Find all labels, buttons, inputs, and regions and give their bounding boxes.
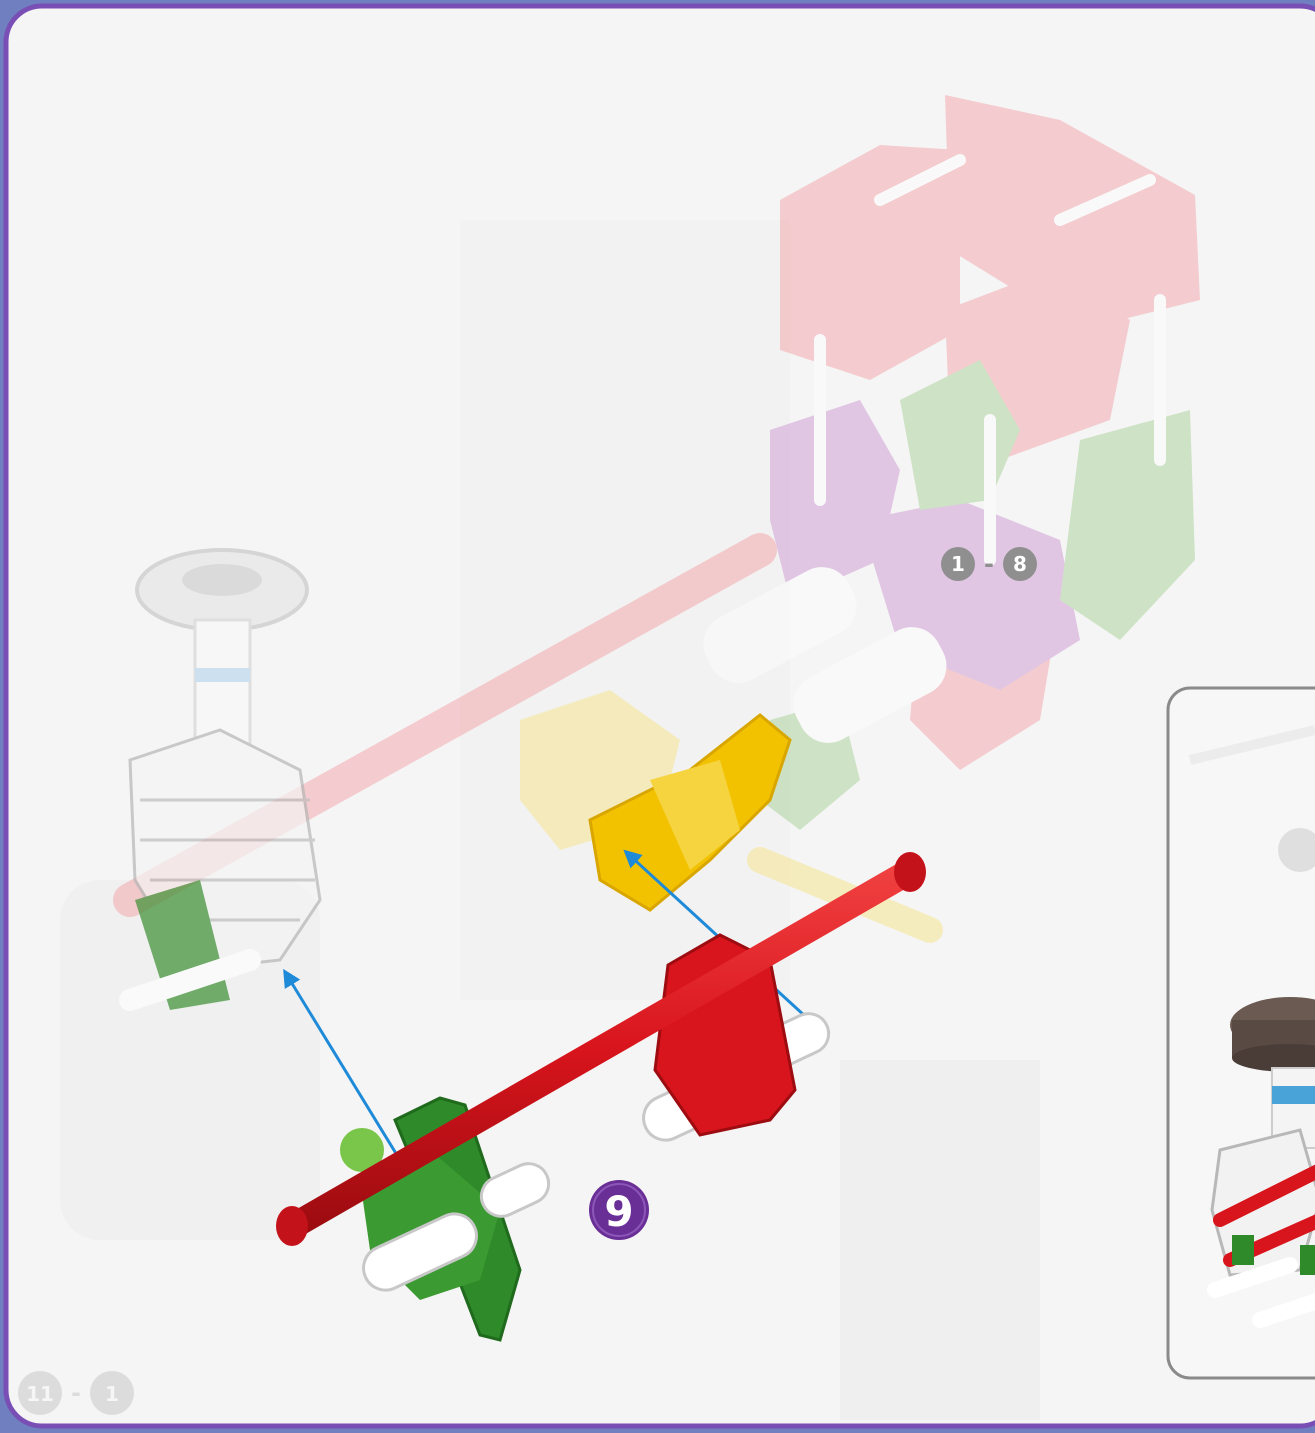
corner-steps-end: 1 — [105, 1382, 119, 1406]
previous-steps-badge: 1 - 8 — [941, 547, 1037, 581]
corner-steps-separator: - — [71, 1379, 81, 1407]
current-step-number: 9 — [604, 1187, 633, 1236]
current-step-badge: 9 — [589, 1180, 649, 1240]
previous-steps-end: 8 — [1013, 552, 1027, 576]
corner-steps-start: 11 — [26, 1382, 54, 1406]
previous-steps-start: 1 — [951, 552, 965, 576]
inset-preview-panel — [1168, 688, 1315, 1378]
previous-steps-separator: - — [984, 550, 994, 578]
